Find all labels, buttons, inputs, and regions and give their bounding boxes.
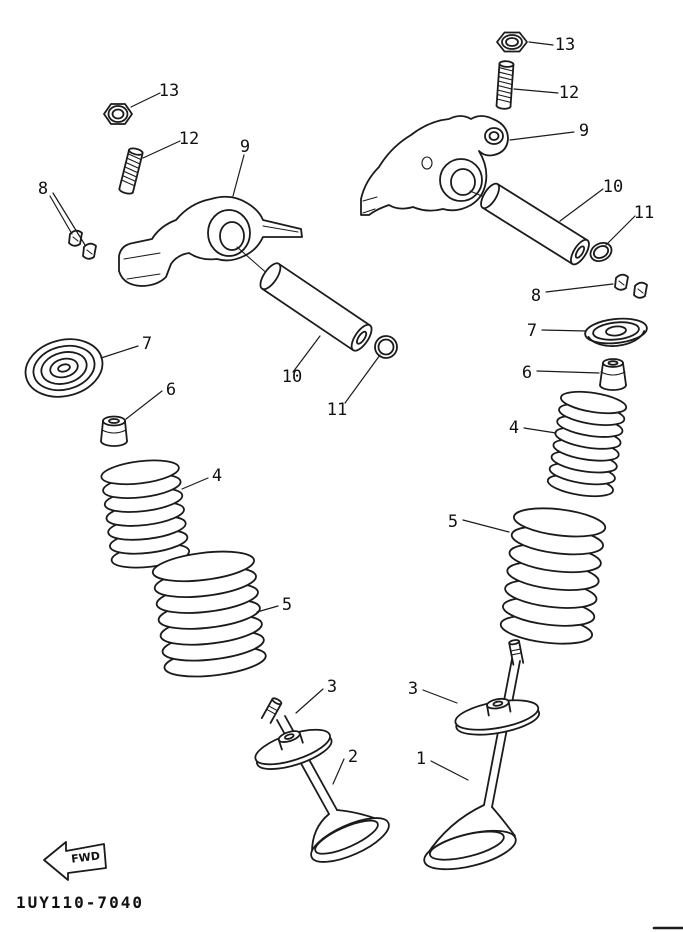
callout-screw-left: 12 [179, 129, 199, 149]
callout-nut-left: 13 [159, 81, 179, 101]
callout-seat-right: 3 [408, 679, 418, 699]
rocker-arm-right [360, 115, 509, 216]
valve-stem-seal-right [599, 358, 627, 391]
spring-retainer-left [24, 338, 104, 398]
callout-seal-right: 6 [522, 363, 532, 383]
callout-seat-left: 3 [327, 677, 337, 697]
rocker-arm-left [118, 195, 303, 287]
rocker-shaft-left [259, 262, 373, 352]
callout-rocker-left: 9 [240, 137, 250, 157]
part-code: 1UY110-7040 [16, 893, 144, 912]
callout-screw-right: 12 [559, 83, 579, 103]
valve-stem-seal-left [100, 415, 128, 447]
inner-valve-spring-right [546, 390, 628, 498]
callout-inner-spring-left: 4 [212, 466, 222, 486]
callout-shaft-right: 10 [603, 177, 623, 197]
nut-right [496, 31, 528, 53]
adjuster-screw-right [495, 60, 515, 110]
callout-retainer-left: 7 [142, 334, 152, 354]
callout-outer-spring-right: 5 [448, 512, 458, 532]
valve-cotters-left [68, 229, 97, 260]
rocker-shaft-right [480, 182, 590, 266]
callout-oring-left: 11 [327, 400, 347, 420]
spring-seat-left [254, 728, 333, 770]
callout-nut-right: 13 [555, 35, 575, 55]
callout-outer-spring-left: 5 [282, 595, 292, 615]
callout-cotters-left: 8 [38, 179, 48, 199]
spring-seat-right [454, 697, 541, 736]
callout-valve-left: 2 [348, 747, 358, 767]
spring-retainer-right [584, 317, 648, 347]
callout-retainer-right: 7 [527, 321, 537, 341]
outer-valve-spring-right [499, 507, 607, 645]
callout-oring-right: 11 [634, 203, 654, 223]
valve-right [423, 639, 525, 871]
callout-shaft-left: 10 [282, 367, 302, 387]
callout-cotters-right: 8 [531, 286, 541, 306]
nut-left [103, 103, 133, 125]
fwd-label: FWD [70, 849, 100, 865]
callout-seal-left: 6 [166, 380, 176, 400]
valve-left [260, 697, 390, 863]
fwd-arrow: FWD [43, 841, 107, 881]
adjuster-screw-left [118, 147, 144, 195]
callout-valve-right: 1 [416, 749, 426, 769]
o-ring-left [374, 335, 398, 359]
callout-rocker-right: 9 [579, 121, 589, 141]
callout-inner-spring-right: 4 [509, 418, 519, 438]
valve-cotters-right [614, 273, 648, 299]
outer-valve-spring-left [151, 550, 267, 678]
o-ring-right [589, 241, 613, 263]
inner-valve-spring-left [100, 459, 190, 569]
leader-lines [49, 41, 636, 785]
